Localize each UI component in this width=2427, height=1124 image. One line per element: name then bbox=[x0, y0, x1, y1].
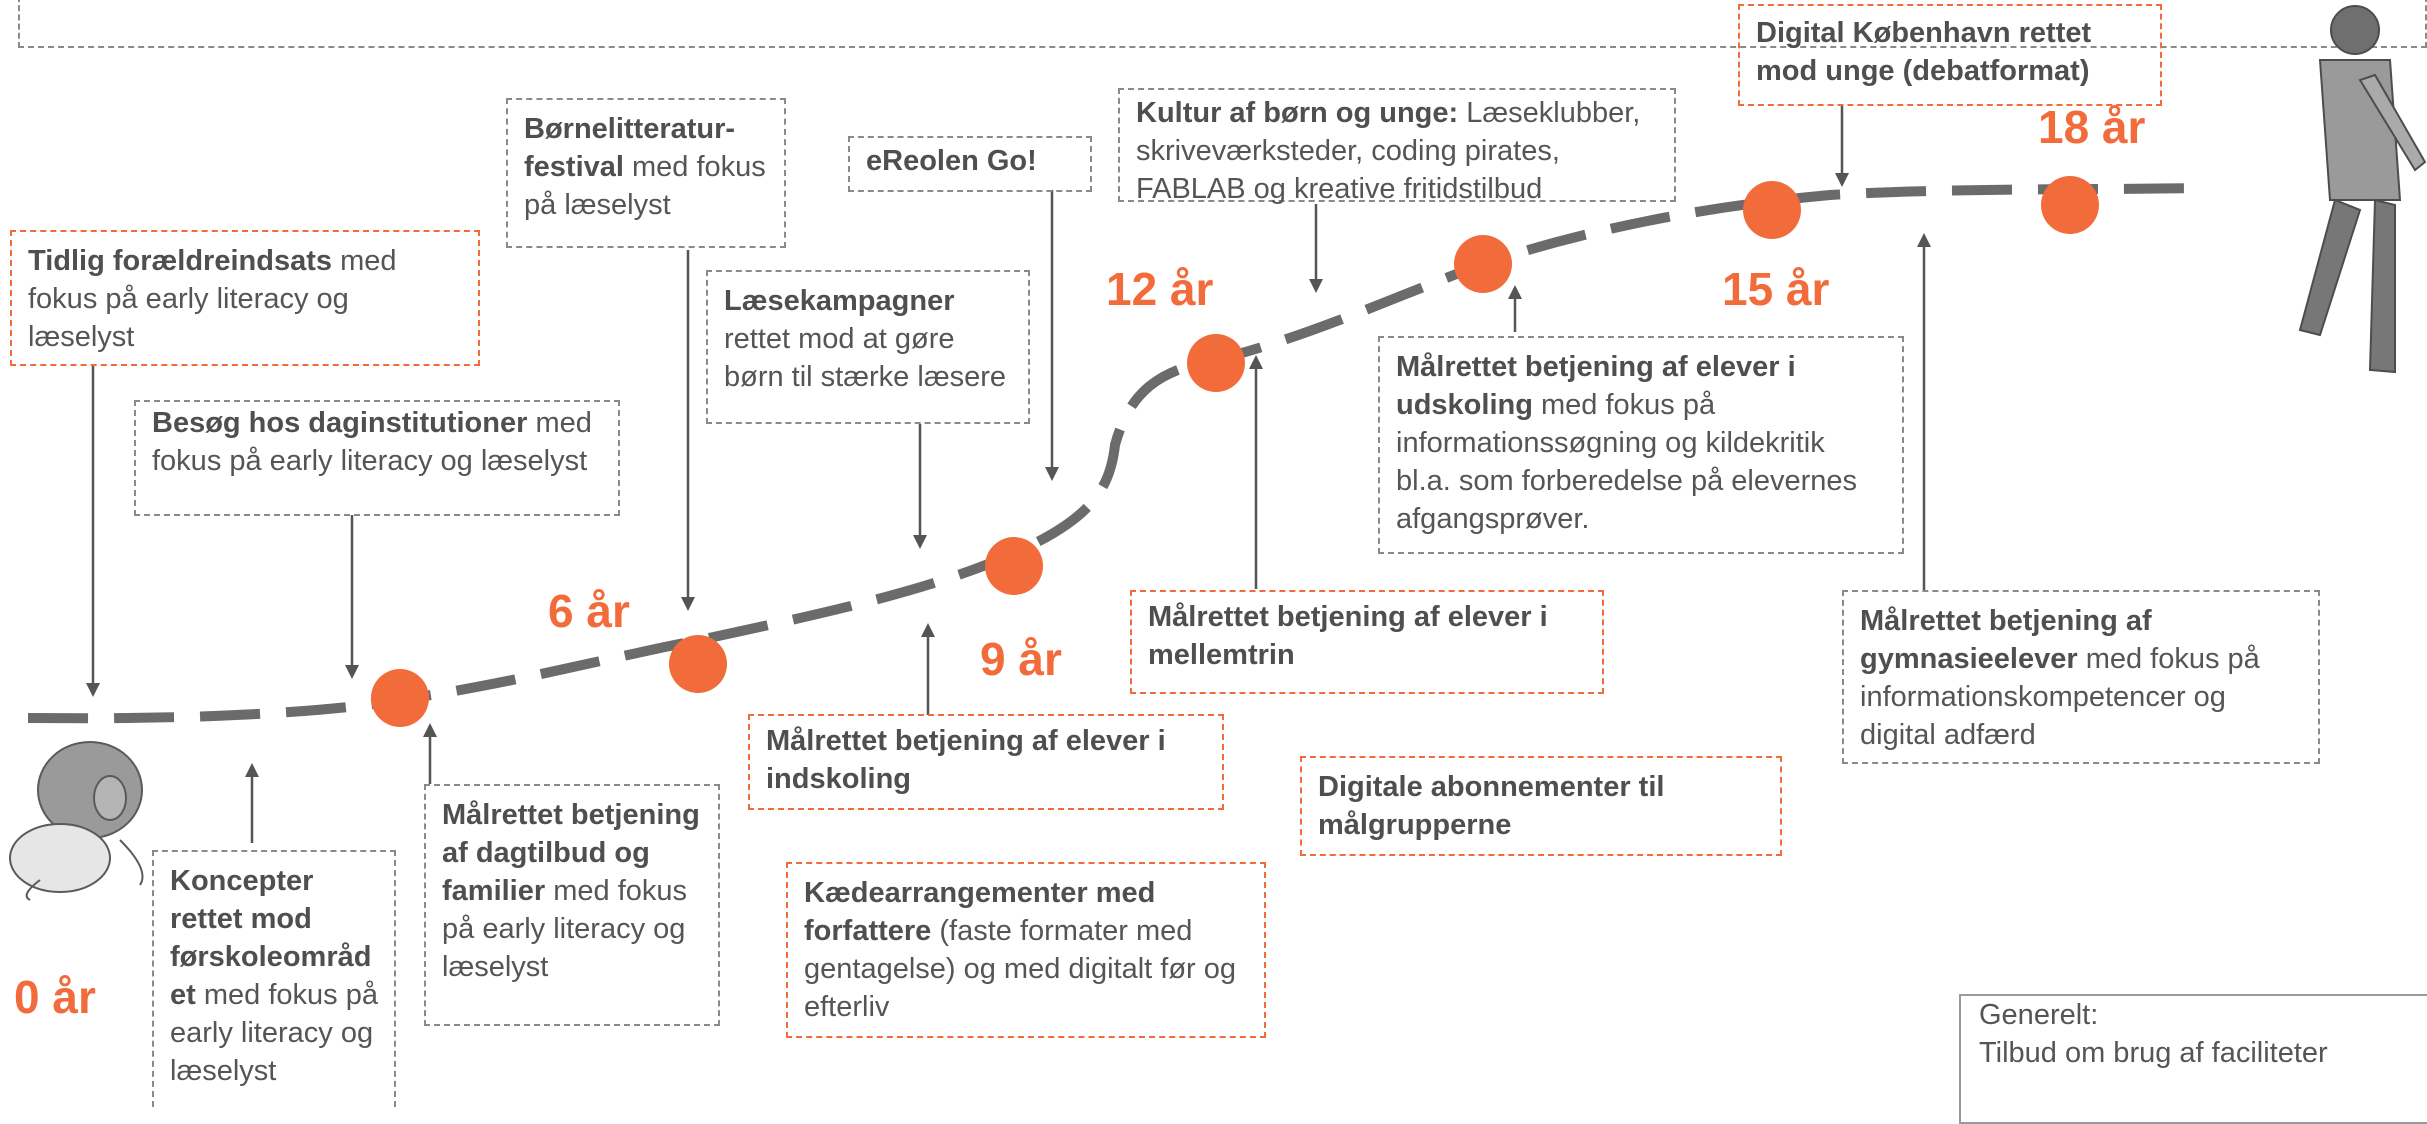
baby-illustration bbox=[9, 741, 144, 901]
box-besog-daginstitutioner: Besøg hos daginstitutioner med fokus på … bbox=[134, 400, 620, 516]
box-digital-kbh: Digital København rettet mod unge (debat… bbox=[1738, 4, 2162, 106]
box-dagtilbud-familier: Målrettet betjening af dagtilbud og fami… bbox=[424, 784, 720, 1026]
milestone-dot-12 bbox=[1187, 334, 1245, 392]
age-label-12: 12 år bbox=[1106, 263, 1214, 315]
milestone-dot-18 bbox=[2041, 176, 2099, 234]
age-label-0: 0 år bbox=[14, 971, 96, 1023]
age-label-18: 18 år bbox=[2038, 101, 2146, 153]
age-label-15: 15 år bbox=[1722, 263, 1830, 315]
age-label-9: 9 år bbox=[980, 633, 1062, 685]
teen-illustration bbox=[2298, 5, 2427, 374]
box-bornelitteraturfestival: Børnelitteratur-festival med fokus på læ… bbox=[506, 98, 786, 248]
box-kaedearrangementer: Kædearrangementer med forfattere (faste … bbox=[786, 862, 1266, 1038]
milestone-dot-6 bbox=[669, 635, 727, 693]
box-generelt: Generelt: Tilbud om brug af faciliteter bbox=[1959, 994, 2427, 1124]
box-udskoling: Målrettet betjening af elever i udskolin… bbox=[1378, 336, 1904, 554]
box-digitale-abonnementer: Digitale abonnementer til målgrupperne bbox=[1300, 756, 1782, 856]
milestone-dot-9 bbox=[985, 537, 1043, 595]
box-gymnasieelever: Målrettet betjening af gymnasieelever me… bbox=[1842, 590, 2320, 764]
age-label-6: 6 år bbox=[548, 585, 630, 637]
box-kultur-born-unge: Kultur af børn og unge: Læseklubber, skr… bbox=[1118, 88, 1676, 205]
general-text: Tilbud om brug af faciliteter bbox=[1979, 1037, 2328, 1069]
box-mellemtrin: Målrettet betjening af elever i mellemtr… bbox=[1130, 590, 1604, 694]
box-ereolen-go: eReolen Go! bbox=[848, 136, 1092, 192]
box-laesekampagner: Læsekampagner rettet mod at gøre børn ti… bbox=[706, 270, 1030, 424]
box-koncepter-forskole: Koncepter rettet mod førskoleområd et me… bbox=[152, 850, 396, 1107]
general-heading: Generelt: bbox=[1979, 999, 2099, 1031]
milestone-dot-3 bbox=[371, 669, 429, 727]
box-indskoling: Målrettet betjening af elever i indskoli… bbox=[748, 714, 1224, 810]
milestone-dot-14 bbox=[1454, 235, 1512, 293]
box-tidlig-foraeldreindsats: Tidlig forældreindsats med fokus på earl… bbox=[10, 230, 480, 366]
top-header-box bbox=[18, 0, 2427, 48]
milestone-dot-15 bbox=[1743, 181, 1801, 239]
